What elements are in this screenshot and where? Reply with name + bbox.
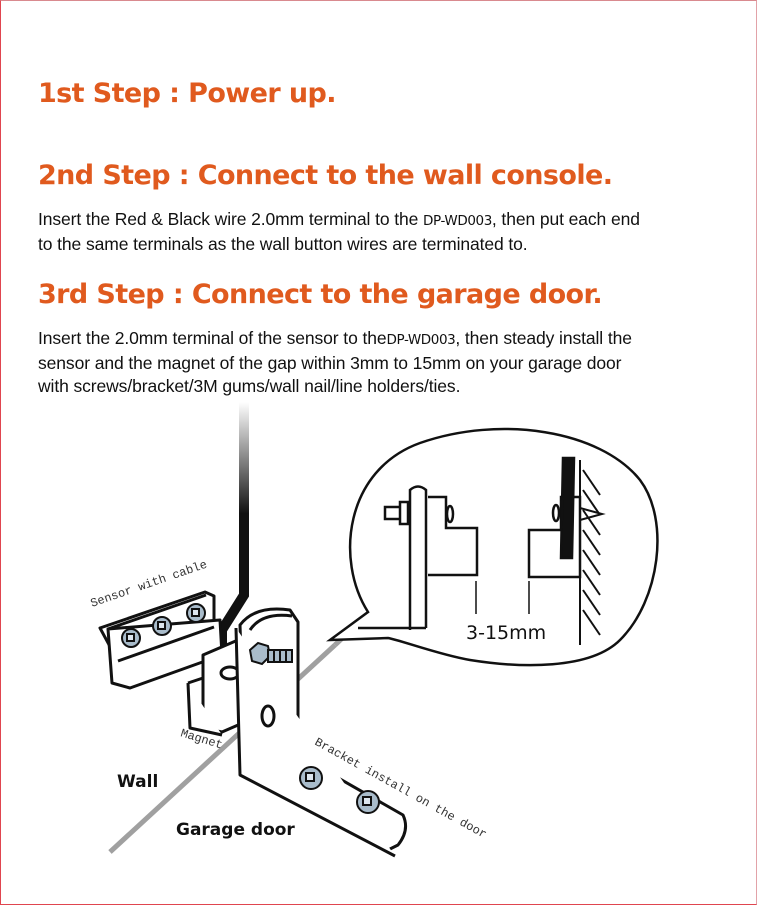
model-number: DP-WD003 <box>423 213 492 229</box>
bracket-profile <box>358 485 479 630</box>
l-bracket <box>234 607 408 858</box>
step-3-heading: 3rd Step : Connect to the garage door. <box>38 279 603 310</box>
step-2-text-line2: to the same terminals as the wall button… <box>38 234 528 254</box>
screw-icon <box>299 766 380 814</box>
screw-icon <box>121 603 206 648</box>
sensor-cable <box>217 402 249 650</box>
step-3-text-line2: sensor and the magnet of the gap within … <box>38 353 622 373</box>
step-2-heading: 2nd Step : Connect to the wall console. <box>38 160 613 191</box>
wall-hatch <box>579 460 606 645</box>
wall-label: Wall <box>117 772 158 792</box>
step-2-text-line1: Insert the Red & Black wire 2.0mm termin… <box>38 209 424 229</box>
step-3-text-line1: Insert the 2.0mm terminal of the sensor … <box>38 328 387 348</box>
model-number: DP-WD003 <box>386 332 456 348</box>
step-2-text: Insert the Red & Black wire 2.0mm termin… <box>38 208 738 256</box>
step-3-text: Insert the 2.0mm terminal of the sensor … <box>38 327 738 398</box>
step-3-text-line1-end: , then steady install the <box>455 328 632 348</box>
bolt-icon <box>248 641 293 666</box>
gap-indicator <box>475 581 530 614</box>
step-3-text-line3: with screws/bracket/3M gums/wall nail/li… <box>38 376 461 396</box>
garage-door-label: Garage door <box>176 820 295 840</box>
gap-label: 3-15mm <box>466 622 546 644</box>
step-1-heading: 1st Step : Power up. <box>38 78 336 109</box>
step-2-text-line1-end: , then put each end <box>491 209 640 229</box>
